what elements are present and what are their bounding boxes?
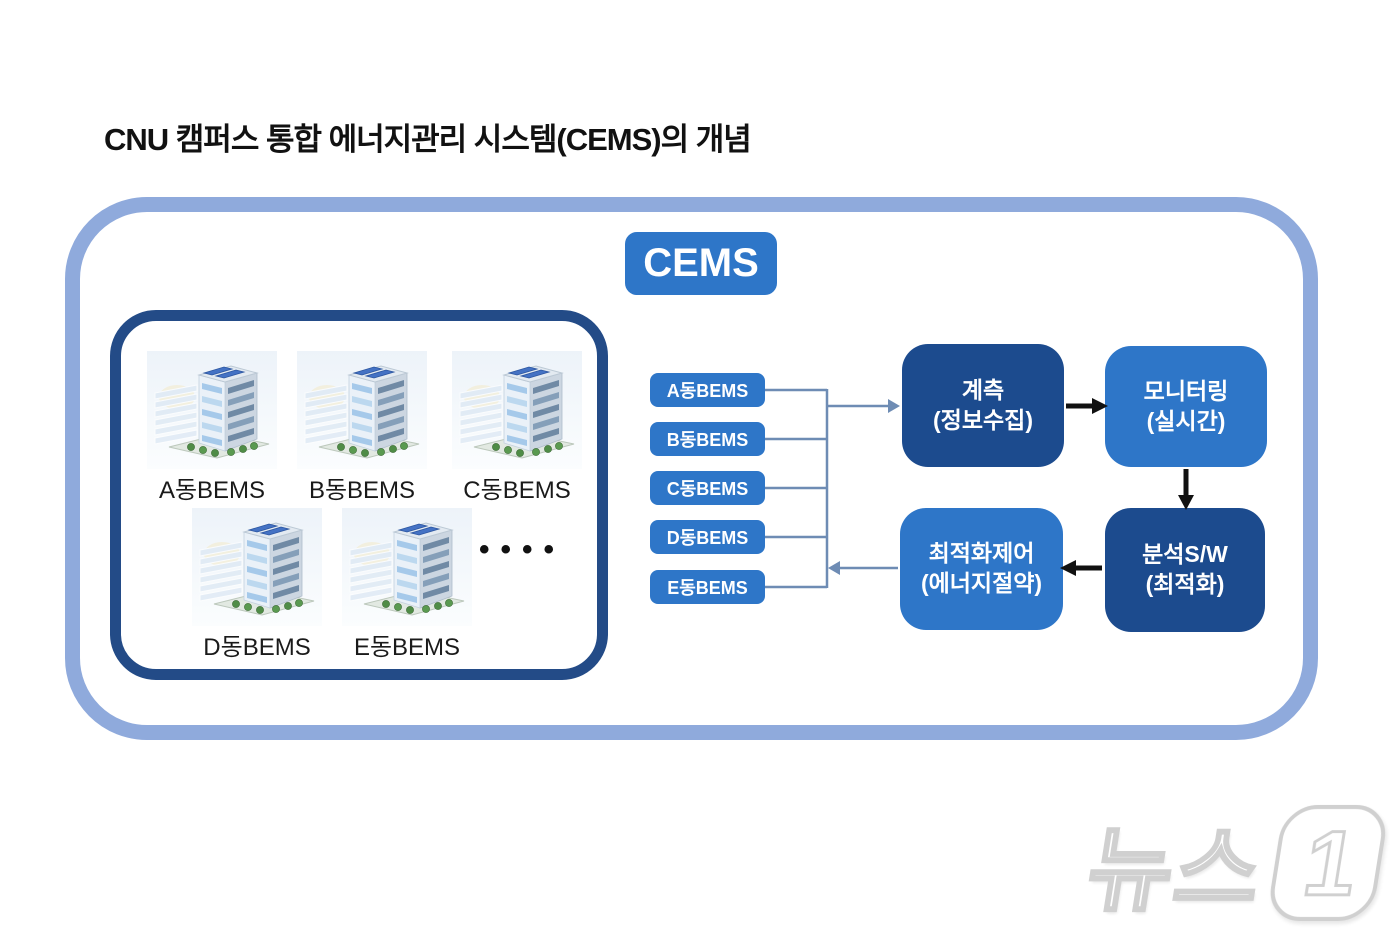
building-card: D동BEMS bbox=[191, 508, 323, 662]
building-label: A동BEMS bbox=[158, 477, 266, 504]
news1-numeral-badge: 1 bbox=[1271, 804, 1386, 921]
measurement-box: 계측 (정보수집) bbox=[902, 344, 1064, 467]
cems-header-box: CEMS bbox=[625, 232, 777, 295]
building-card: A동BEMS bbox=[146, 351, 278, 505]
analysis-title: 분석S/W bbox=[1142, 541, 1228, 568]
news1-watermark: 뉴스 1 bbox=[1079, 796, 1397, 929]
building-illustration bbox=[191, 508, 323, 626]
optimization-control-title: 최적화제어 bbox=[928, 540, 1035, 567]
measurement-subtitle: (정보수집) bbox=[933, 406, 1033, 433]
bems-node-c: C동BEMS bbox=[650, 471, 765, 505]
building-label: B동BEMS bbox=[308, 477, 416, 504]
building-card: C동BEMS bbox=[451, 351, 583, 505]
monitoring-title: 모니터링 bbox=[1143, 377, 1229, 404]
campus-buildings-panel: A동BEMS B동BEMS C동BEMS D동BEMS E동BEMS •••• bbox=[110, 310, 608, 680]
building-illustration bbox=[341, 508, 473, 626]
building-illustration bbox=[146, 351, 278, 469]
bems-node-b: B동BEMS bbox=[650, 422, 765, 456]
optimization-control-box: 최적화제어 (에너지절약) bbox=[900, 508, 1063, 630]
news1-watermark-text: 뉴스 bbox=[1079, 819, 1271, 924]
building-label: D동BEMS bbox=[203, 634, 311, 661]
measurement-title: 계측 bbox=[961, 376, 1005, 403]
building-label: E동BEMS bbox=[353, 634, 461, 661]
analysis-subtitle: (최적화) bbox=[1145, 571, 1225, 597]
monitoring-subtitle: (실시간) bbox=[1146, 407, 1226, 434]
bems-node-e: E동BEMS bbox=[650, 570, 765, 604]
monitoring-box: 모니터링 (실시간) bbox=[1105, 346, 1267, 467]
building-illustration bbox=[296, 351, 428, 469]
building-card: B동BEMS bbox=[296, 351, 428, 505]
more-buildings-ellipsis: •••• bbox=[479, 533, 566, 566]
building-label: C동BEMS bbox=[463, 477, 571, 504]
analysis-box: 분석S/W (최적화) bbox=[1105, 508, 1265, 632]
optimization-control-subtitle: (에너지절약) bbox=[920, 570, 1043, 596]
building-card: E동BEMS bbox=[341, 508, 473, 662]
bems-node-d: D동BEMS bbox=[650, 520, 765, 554]
bems-node-a: A동BEMS bbox=[650, 373, 765, 407]
page-title: CNU 캠퍼스 통합 에너지관리 시스템(CEMS)의 개념 bbox=[104, 122, 752, 157]
building-illustration bbox=[451, 351, 583, 469]
